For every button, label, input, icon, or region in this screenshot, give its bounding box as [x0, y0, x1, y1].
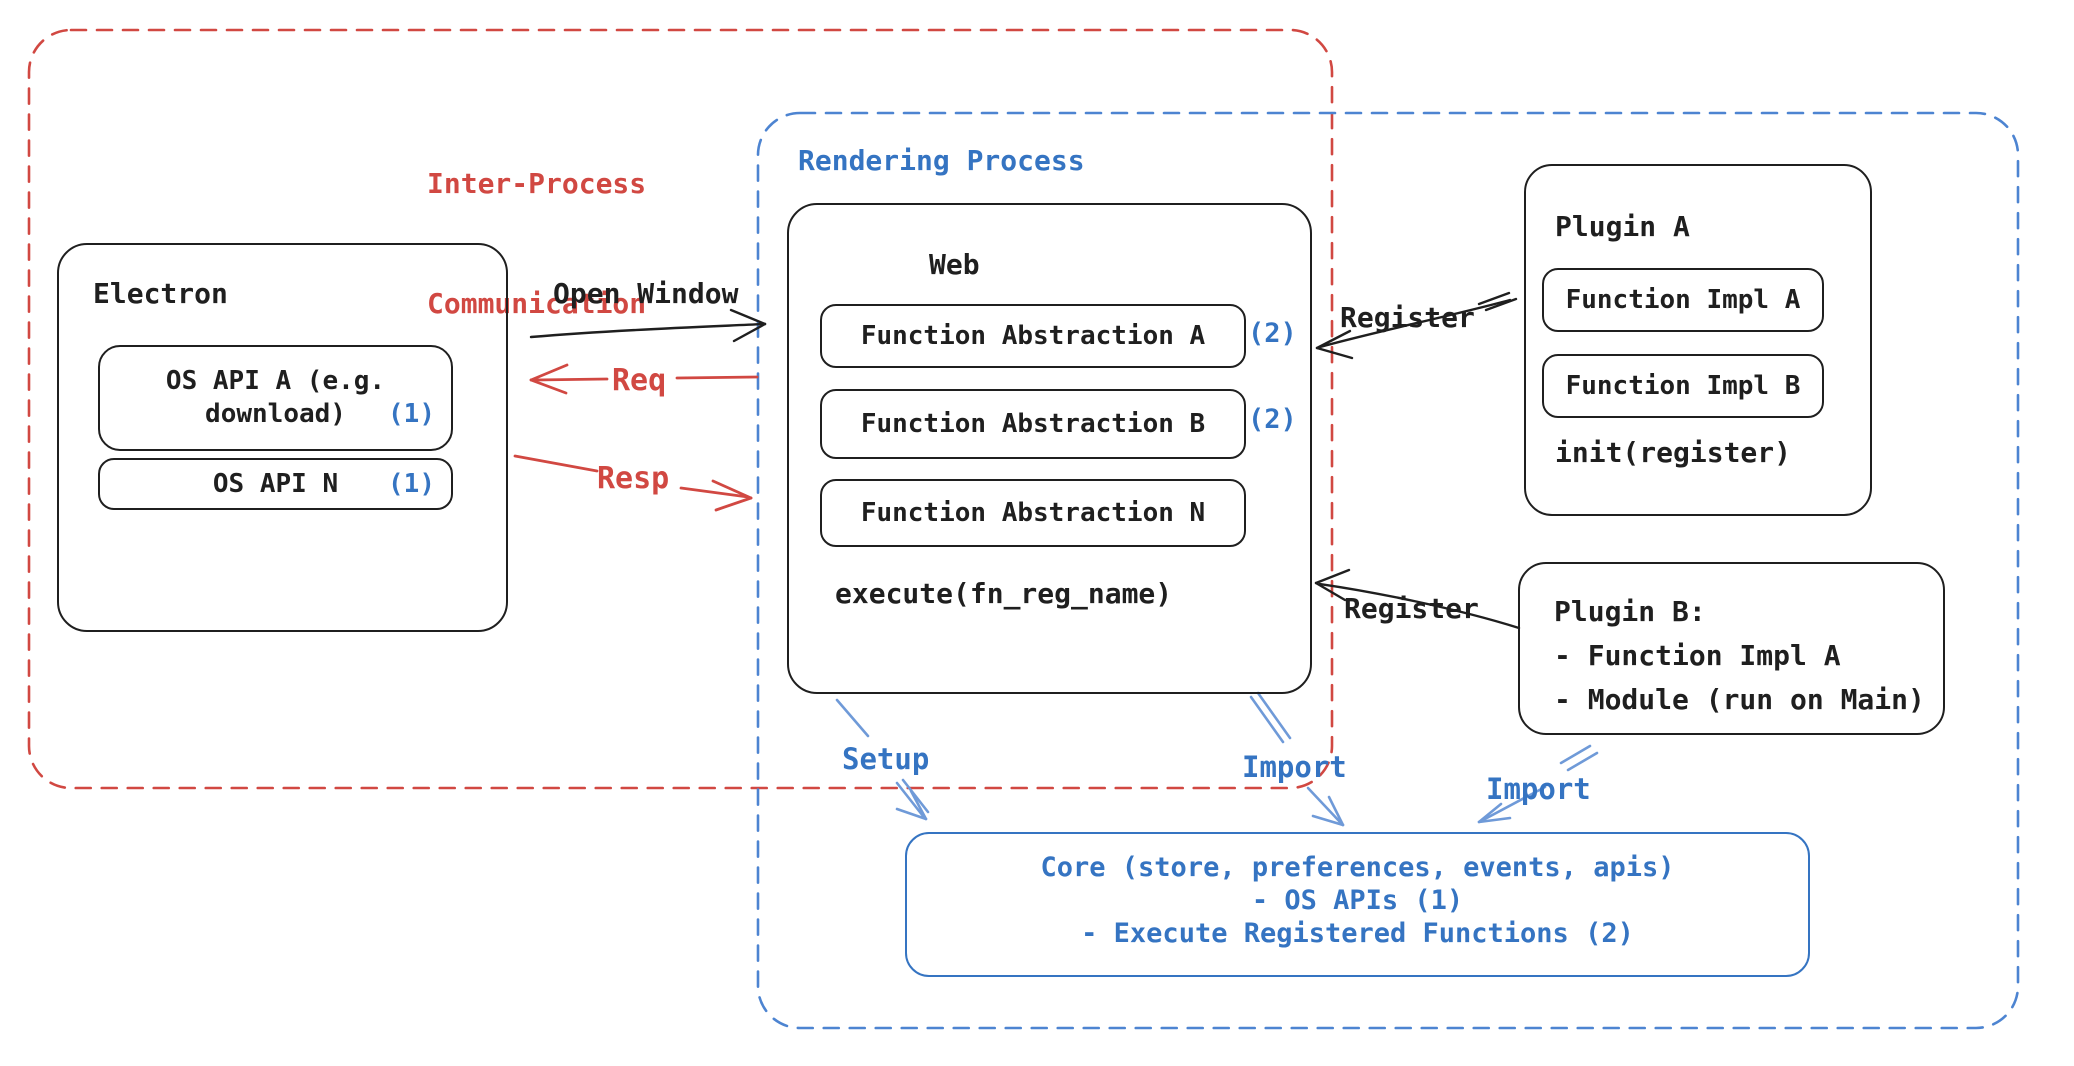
function-abstraction-b-badge: (2): [1248, 404, 1297, 435]
ipc-boundary-label: Inter-Process Communication: [427, 84, 646, 404]
core-line1: Core (store, preferences, events, apis): [1040, 852, 1675, 883]
web-title: Web: [929, 248, 980, 281]
register-bottom-arrow: [1314, 568, 1521, 630]
execute-label: execute(fn_reg_name): [835, 577, 1173, 610]
os-api-a-line2-text: download): [205, 399, 346, 429]
rendering-boundary: [756, 111, 2020, 1030]
open-window-label: Open Window: [553, 277, 739, 310]
plugin-a-box: Plugin A Function Impl A Function Impl B…: [1524, 164, 1872, 516]
import-plugin-label: Import: [1486, 772, 1591, 806]
init-register-label: init(register): [1555, 436, 1792, 469]
import-plugin-arrow: [1477, 744, 1599, 824]
import-web-arrow: [1249, 691, 1345, 827]
plugin-b-line2: - Function Impl A: [1554, 639, 1841, 672]
ipc-label-line1: Inter-Process: [427, 167, 647, 200]
function-impl-a-label: Function Impl A: [1565, 285, 1801, 315]
setup-label: Setup: [842, 742, 930, 776]
open-window-arrow: [529, 308, 767, 343]
os-api-a-box: OS API A (e.g. download) (1): [98, 345, 453, 451]
function-abstraction-n-label: Function Abstraction N: [860, 498, 1206, 528]
resp-label: Resp: [597, 461, 670, 496]
core-box: Core (store, preferences, events, apis) …: [905, 832, 1810, 977]
register-top-label: Register: [1340, 301, 1475, 334]
register-top-arrow: [1315, 291, 1518, 360]
req-arrow: [529, 363, 759, 395]
function-impl-b-label: Function Impl B: [1565, 371, 1801, 401]
register-bottom-label: Register: [1344, 592, 1479, 625]
rendering-boundary-label: Rendering Process: [798, 144, 1085, 177]
os-api-a-line2: download) (1): [100, 398, 451, 431]
ipc-label-line2: Communication: [427, 287, 647, 320]
os-api-a-badge: (1): [388, 399, 435, 429]
electron-title: Electron: [93, 277, 228, 310]
function-abstraction-a-label: Function Abstraction A: [860, 321, 1206, 351]
os-api-n-line: OS API N (1): [100, 469, 451, 499]
electron-box: Electron OS API A (e.g. download) (1) OS…: [57, 243, 508, 632]
function-impl-b-box: Function Impl B: [1542, 354, 1824, 418]
plugin-a-title: Plugin A: [1555, 210, 1690, 243]
function-abstraction-a-box: Function Abstraction A: [820, 304, 1246, 368]
ipc-boundary: [27, 28, 1334, 790]
os-api-n-label: OS API N: [212, 469, 339, 499]
import-web-label: Import: [1242, 750, 1347, 784]
resp-arrow: [513, 454, 753, 512]
function-abstraction-b-label: Function Abstraction B: [860, 409, 1206, 439]
core-line2: - OS APIs (1): [1251, 885, 1464, 916]
req-label: Req: [612, 363, 667, 398]
function-abstraction-n-box: Function Abstraction N: [820, 479, 1246, 547]
web-box: Web Function Abstraction A Function Abst…: [787, 203, 1312, 694]
os-api-n-badge: (1): [388, 469, 435, 499]
os-api-a-line1: OS API A (e.g.: [165, 366, 386, 396]
setup-arrow: [835, 698, 930, 821]
plugin-b-line3: - Module (run on Main): [1554, 683, 1925, 716]
function-abstraction-b-box: Function Abstraction B: [820, 389, 1246, 459]
plugin-b-line1: Plugin B:: [1554, 595, 1706, 628]
function-abstraction-a-badge: (2): [1248, 318, 1297, 349]
plugin-b-box: Plugin B: - Function Impl A - Module (ru…: [1518, 562, 1945, 735]
os-api-n-box: OS API N (1): [98, 458, 453, 510]
function-impl-a-box: Function Impl A: [1542, 268, 1824, 332]
core-line3: - Execute Registered Functions (2): [1081, 918, 1634, 949]
